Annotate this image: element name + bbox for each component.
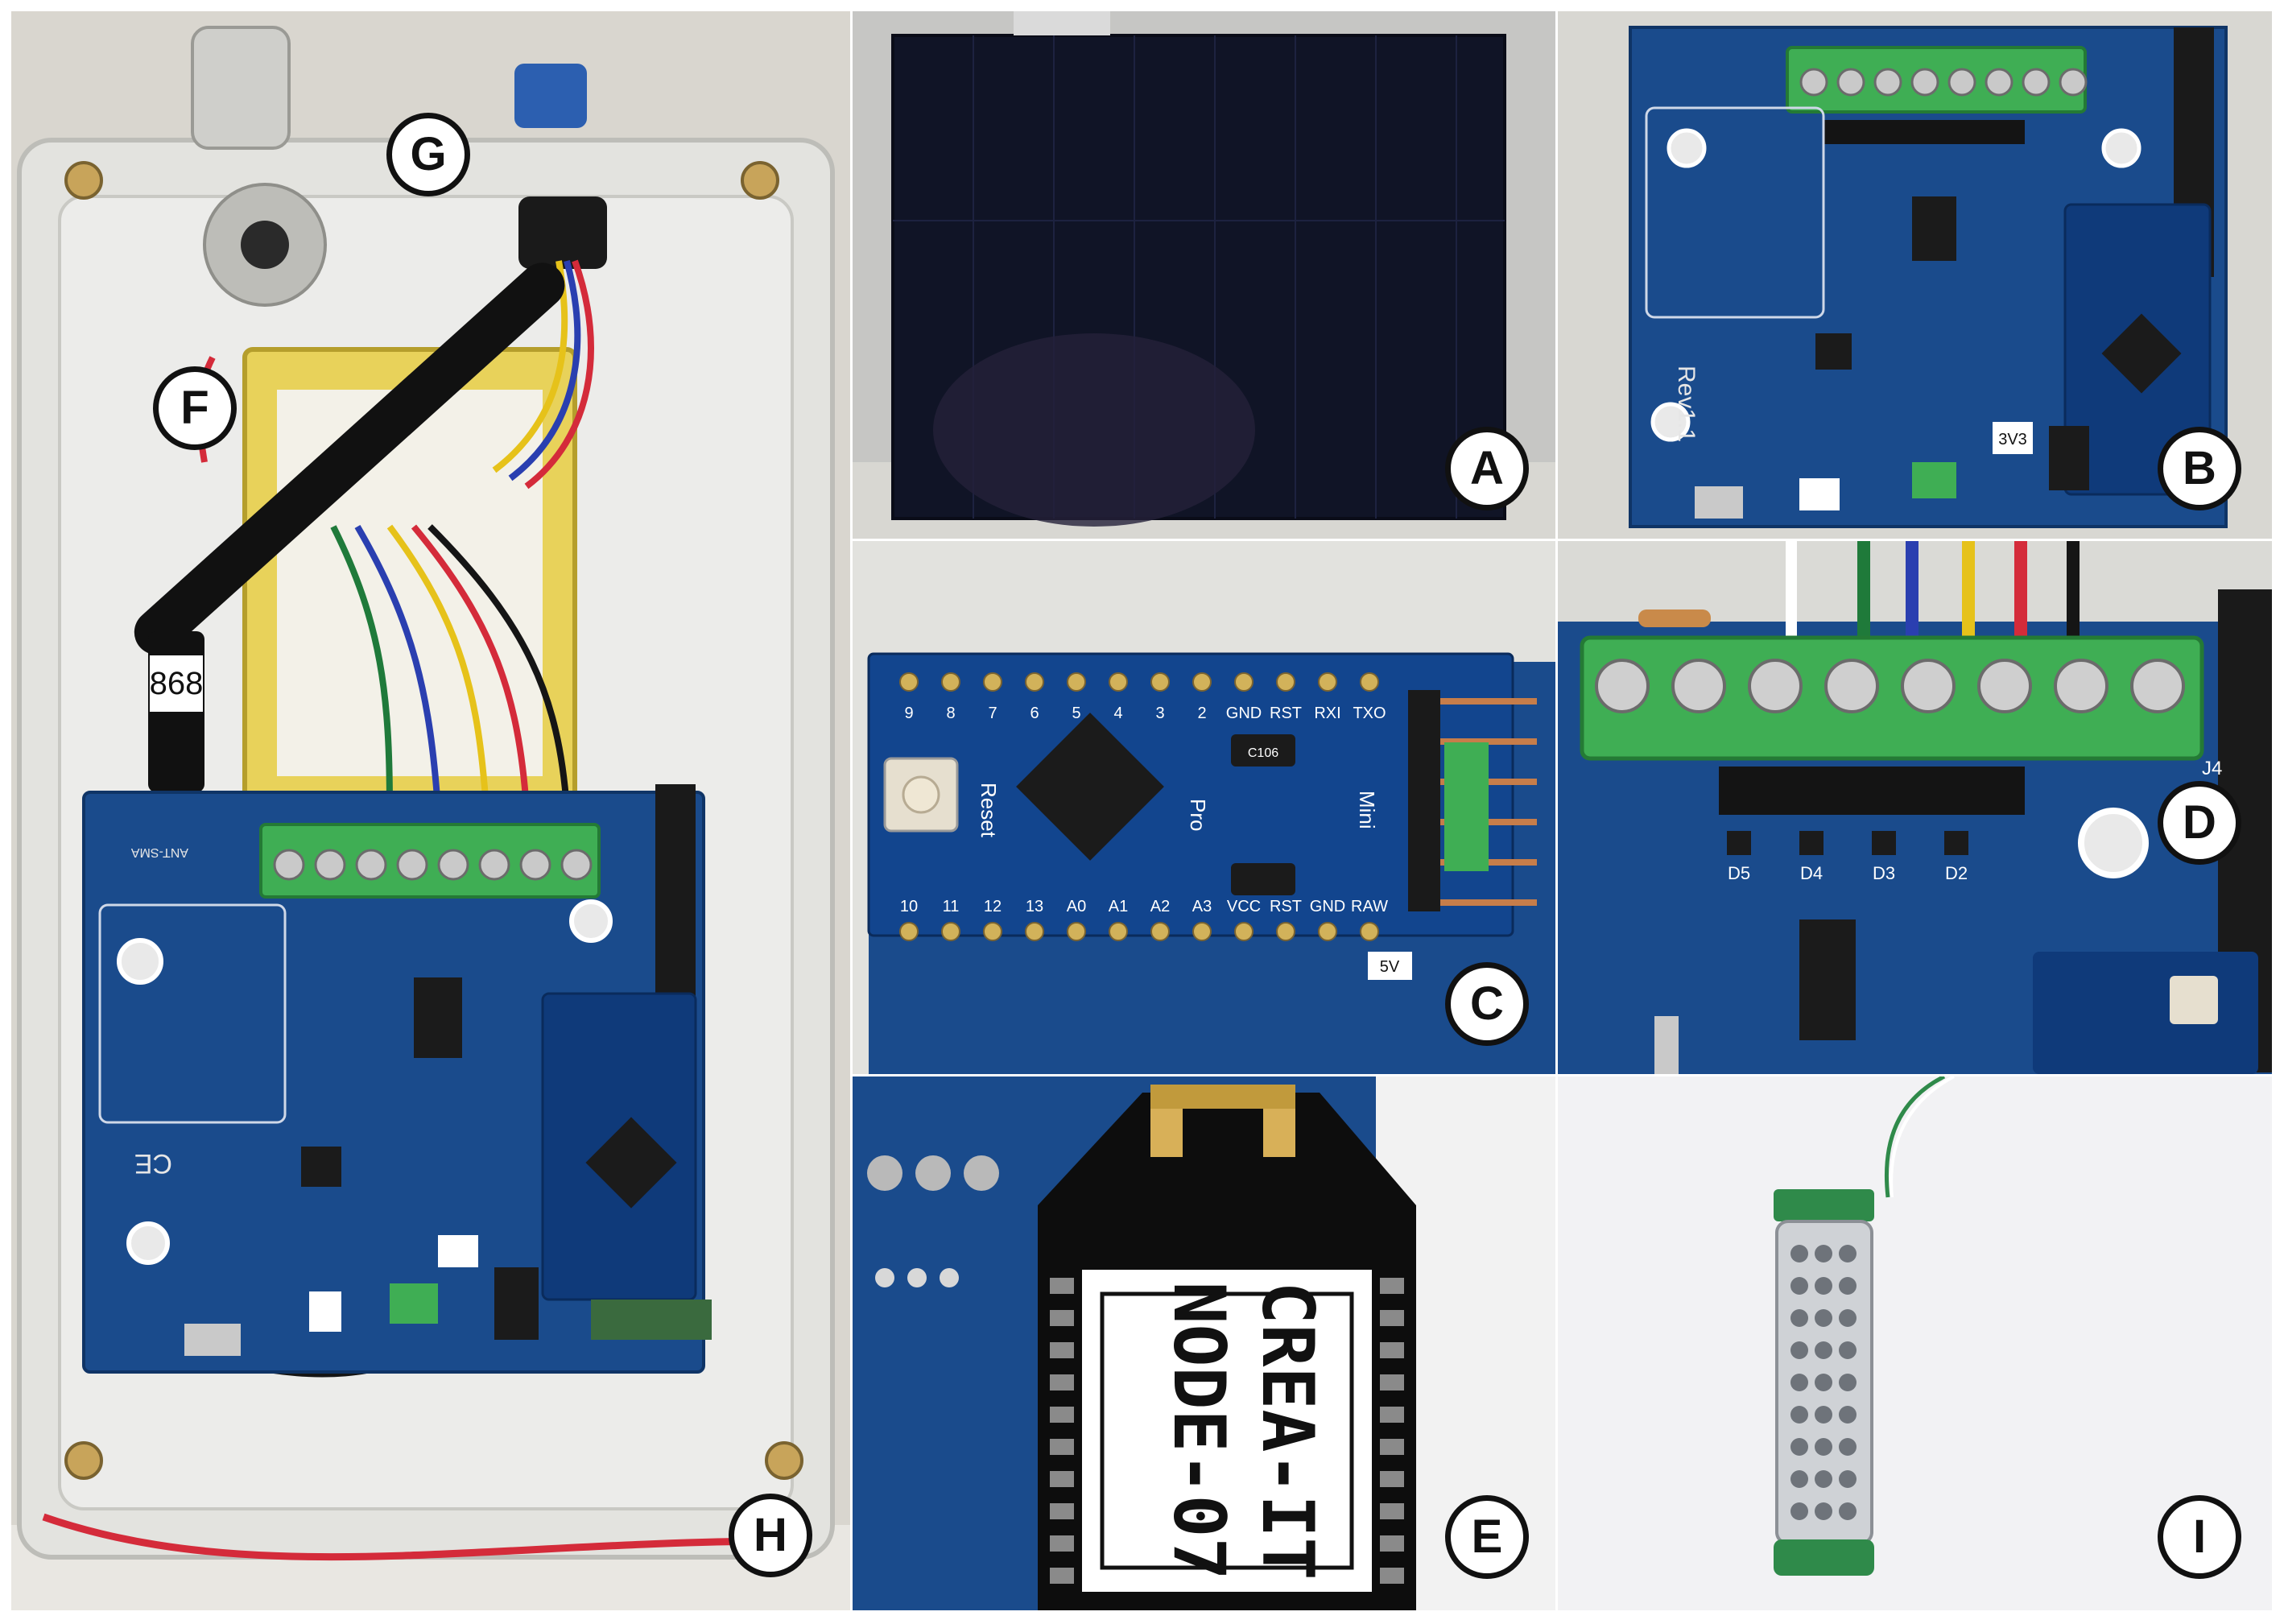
arduino-pin-top: GND [1226,705,1262,722]
arduino-pin-top: RXI [1314,705,1340,722]
arduino-illustration: 9 8 7 6 5 4 3 2 GND RST RXI TXO 10 11 12… [853,541,1555,1074]
arduino-pin-bottom: 12 [984,898,1002,915]
badge-g: G [386,113,470,196]
badge-e: E [1445,1495,1529,1579]
arduino-pin-bottom: 13 [1026,898,1043,915]
ant-sma-label: ANT-SMA [131,845,188,859]
panel-d-terminal-photo: D5 D4 D3 D2 J4 [1558,541,2272,1074]
panel-b-board-photo: 3V3 Rev1.1 [1558,11,2272,539]
badge-i: I [2158,1495,2241,1579]
panel-a-solar-photo [853,11,1555,539]
arduino-pin-bottom: A3 [1192,898,1212,915]
arduino-pin-bottom: A1 [1109,898,1128,915]
panel-e-xbee-photo: CREA-IT NODE-07 [853,1076,1555,1610]
arduino-pin-top: 3 [1155,705,1164,722]
arduino-pin-bottom: 10 [900,898,918,915]
arduino-pin-bottom: VCC [1227,898,1261,915]
mini-label: Mini [1355,791,1379,829]
pro-label: Pro [1186,799,1210,831]
sensor-illustration [1558,1076,2272,1610]
terminal-d-label: D4 [1800,863,1823,883]
arduino-pin-top: 2 [1197,705,1206,722]
panel-i-sensor-photo [1558,1076,2272,1610]
arduino-pin-bottom: A2 [1150,898,1170,915]
v3-label: 3V3 [1998,431,2027,448]
arduino-pin-top: 7 [988,705,997,722]
solar-illustration [853,11,1555,539]
arduino-pin-bottom: RST [1270,898,1302,915]
terminal-d-label: D2 [1945,863,1968,883]
arduino-pin-bottom: RAW [1351,898,1388,915]
arduino-pin-bottom: GND [1310,898,1345,915]
panel-h-enclosure-photo: 868 ANT-SMA CE [11,11,850,1610]
arduino-pin-top: 4 [1113,705,1122,722]
c-5v-label: 5V [1380,958,1400,976]
reset-label: Reset [977,783,1001,838]
c106-label: C106 [1248,746,1278,760]
xbee-label-line1: CREA-IT [1246,1282,1329,1581]
ce-label: CE [134,1148,172,1179]
badge-d: D [2158,781,2241,865]
enclosure-illustration: 868 ANT-SMA CE [11,11,850,1610]
rev-label: Rev1.1 [1673,366,1700,442]
badge-h: H [729,1494,812,1577]
xbee-label-line2: NODE-07 [1158,1282,1241,1581]
arduino-pin-top: 5 [1072,705,1080,722]
arduino-pin-top: RST [1270,705,1302,722]
arduino-pin-top: 9 [904,705,913,722]
antenna-tag: 868 [150,666,204,701]
arduino-pin-top: TXO [1353,705,1386,722]
xbee-illustration: CREA-IT NODE-07 [853,1076,1555,1610]
arduino-pin-bottom: 11 [943,898,960,915]
terminal-d-label: D3 [1873,863,1895,883]
arduino-pin-top: 8 [946,705,955,722]
badge-f: F [153,366,237,450]
badge-b: B [2158,427,2241,510]
terminal-d-label: D5 [1728,863,1750,883]
terminal-illustration: D5 D4 D3 D2 J4 [1558,541,2272,1074]
panel-c-arduino-photo: 9 8 7 6 5 4 3 2 GND RST RXI TXO 10 11 12… [853,541,1555,1074]
badge-a: A [1445,427,1529,510]
arduino-pin-top: 6 [1030,705,1039,722]
badge-c: C [1445,962,1529,1046]
arduino-pin-bottom: A0 [1067,898,1086,915]
board-top-illustration: 3V3 Rev1.1 [1558,11,2272,539]
j4-label: J4 [2202,758,2222,779]
